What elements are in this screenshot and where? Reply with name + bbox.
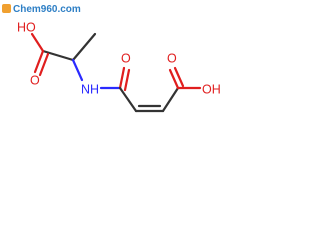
bond-amide-carbonyl-b [123, 68, 131, 92]
bond-alpha-carboxyl [41, 49, 75, 62]
bonds [30, 32, 202, 113]
atom-labels: HO O NH O O OH [17, 20, 221, 96]
bond-amide-alkene [118, 86, 138, 113]
bond-alpha-methyl [71, 32, 97, 62]
logo-mark-icon [2, 4, 11, 13]
bond-alpha-nitrogen [71, 58, 84, 82]
label-left-carbonyl-oxygen: O [30, 73, 40, 87]
label-right-hydroxyl: OH [202, 82, 221, 96]
label-amide-nitrogen: NH [81, 82, 99, 96]
bond-carboxyl-hydroxyl [30, 32, 45, 53]
watermark-text: Chem960.com [13, 4, 81, 15]
chemical-structure: Chem960.com HO O NH O [2, 4, 221, 113]
bond-alkene-acid [161, 86, 180, 113]
watermark-logo: Chem960.com [2, 4, 81, 15]
bond-acid-carbonyl-b [173, 66, 185, 88]
bond-carboxyl-carbonyl-b [38, 52, 50, 77]
bond-amide-carbonyl-a [118, 66, 126, 90]
bond-acid-carbonyl-a [168, 68, 180, 90]
bond-carboxyl-carbonyl-a [33, 49, 45, 74]
label-right-carbonyl-oxygen: O [167, 51, 177, 65]
label-left-hydroxyl: HO [17, 20, 36, 34]
label-amide-carbonyl-oxygen: O [121, 51, 131, 65]
